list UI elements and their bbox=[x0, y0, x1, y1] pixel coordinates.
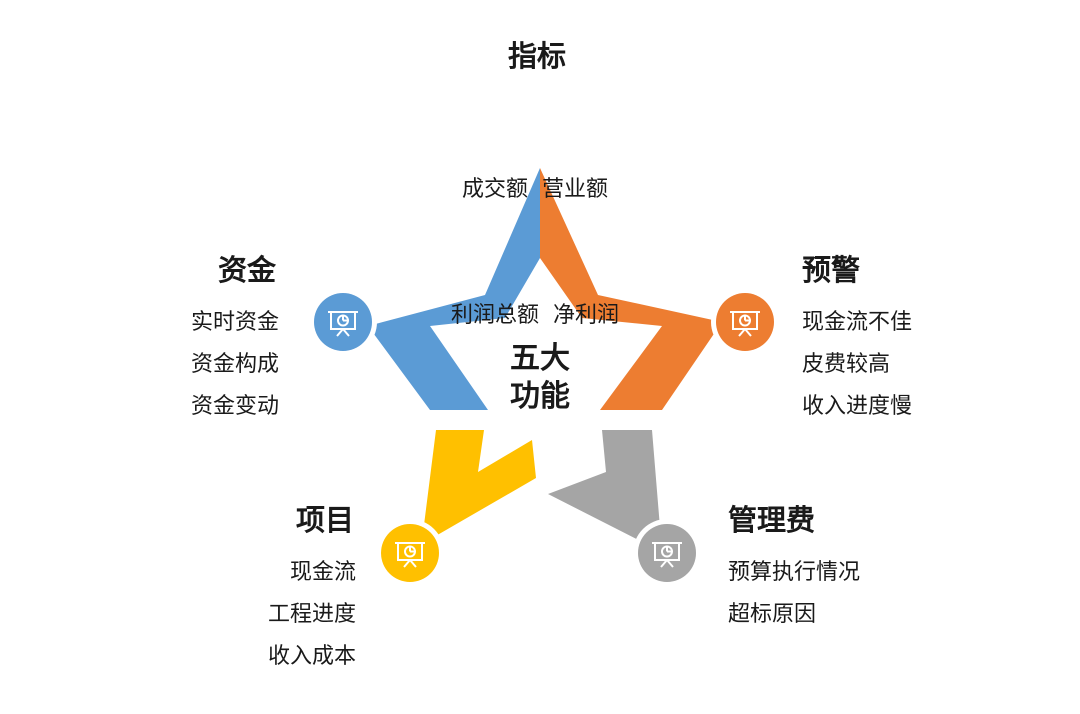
section-left-title: 资金 bbox=[218, 253, 277, 287]
section-right-title: 预警 bbox=[802, 253, 861, 287]
section-left-row-1: 实时资金 bbox=[190, 310, 279, 335]
star-arm-orange bbox=[540, 168, 722, 410]
section-right-row-2: 皮费较高 bbox=[802, 352, 891, 377]
section-right-row-1: 现金流不佳 bbox=[802, 310, 913, 335]
presentation-chart-icon bbox=[395, 542, 425, 568]
section-top-title: 指标 bbox=[508, 39, 567, 73]
center-line-1: 五大 bbox=[510, 341, 570, 376]
presentation-chart-icon bbox=[652, 542, 682, 568]
circle-orange bbox=[711, 288, 779, 356]
star-arm-yellow bbox=[408, 430, 536, 552]
star-arm-blue bbox=[368, 168, 540, 410]
circle-blue bbox=[309, 288, 377, 356]
section-bottom-right-title: 管理费 bbox=[728, 503, 816, 537]
section-top-row-1: 成交额 营业额 bbox=[462, 177, 608, 202]
section-left-row-3: 资金变动 bbox=[190, 394, 279, 419]
section-bottom-left-row-1: 现金流 bbox=[289, 560, 356, 585]
presentation-chart-icon bbox=[328, 311, 358, 337]
section-left-items: 实时资金 资金构成 资金变动 bbox=[130, 302, 279, 428]
star-arm-gray bbox=[548, 430, 662, 552]
center-label: 五大 功能 bbox=[490, 340, 590, 416]
circle-yellow bbox=[376, 519, 444, 587]
section-bottom-right-row-2: 超标原因 bbox=[728, 602, 817, 627]
section-right-items: 现金流不佳 皮费较高 收入进度慢 bbox=[802, 302, 912, 428]
section-bottom-left-row-2: 工程进度 bbox=[267, 602, 356, 627]
presentation-chart-icon bbox=[730, 311, 760, 337]
section-bottom-left-row-3: 收入成本 bbox=[267, 644, 356, 669]
section-bottom-right-items: 预算执行情况 超标原因 bbox=[728, 552, 860, 636]
section-top-items: 成交额 营业额 利润总额 净利润 bbox=[430, 85, 640, 379]
center-line-2: 功能 bbox=[510, 379, 570, 414]
section-bottom-left-title: 项目 bbox=[296, 503, 355, 537]
section-bottom-left-items: 现金流 工程进度 收入成本 bbox=[200, 552, 356, 678]
section-top-row-2: 利润总额 净利润 bbox=[451, 303, 619, 328]
section-bottom-right-row-1: 预算执行情况 bbox=[728, 560, 861, 585]
circle-gray bbox=[633, 519, 701, 587]
section-left-row-2: 资金构成 bbox=[190, 352, 279, 377]
section-right-row-3: 收入进度慢 bbox=[802, 394, 913, 419]
